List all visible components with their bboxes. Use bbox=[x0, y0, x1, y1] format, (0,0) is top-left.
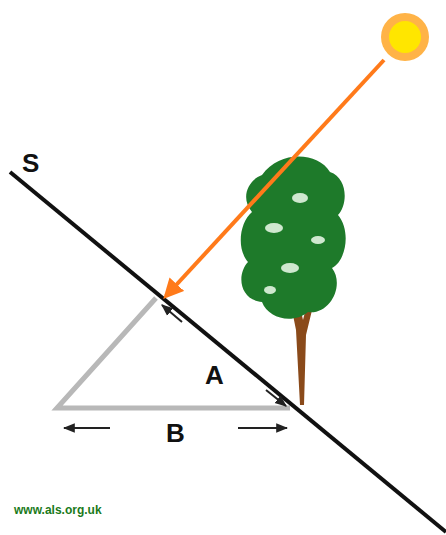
dimension-label: A bbox=[205, 360, 224, 391]
tree bbox=[241, 157, 346, 405]
dimension-arrow bbox=[162, 305, 182, 322]
sun bbox=[381, 13, 429, 61]
slope-label: S bbox=[22, 148, 39, 179]
dimension-arrow bbox=[64, 427, 110, 429]
dimension-label: B bbox=[166, 418, 185, 449]
sun-ray-arrow bbox=[166, 60, 384, 296]
watermark: www.als.org.uk bbox=[14, 503, 102, 517]
dimension-arrow bbox=[266, 390, 286, 406]
horizontal-projection bbox=[57, 298, 290, 408]
dimension-arrow bbox=[238, 427, 287, 429]
